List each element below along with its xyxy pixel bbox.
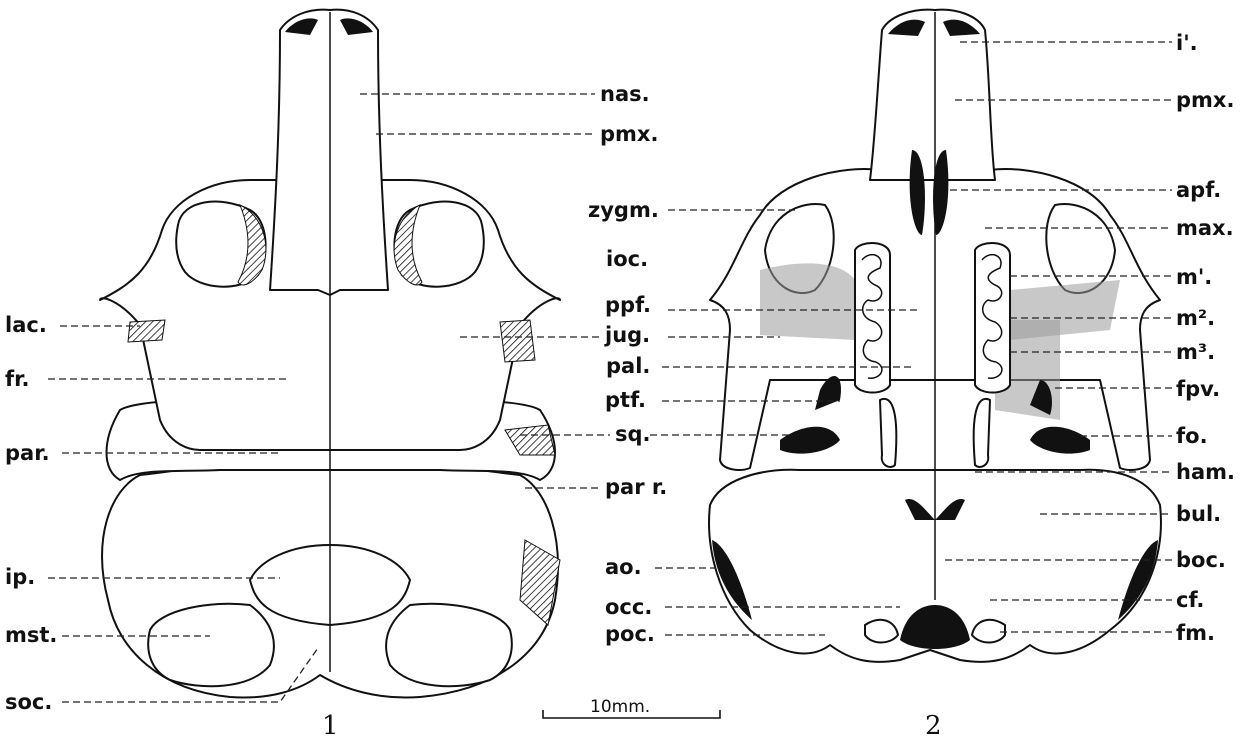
label-ham: ham.	[1176, 460, 1235, 484]
label-i1: i'.	[1176, 31, 1198, 55]
figure-number-1: 1	[322, 711, 339, 737]
label-m2: m².	[1176, 306, 1215, 330]
label-fr: fr.	[5, 367, 29, 391]
label-ao: ao.	[605, 555, 642, 579]
fo-left	[780, 427, 840, 454]
palatal-shading-left	[760, 263, 855, 340]
label-bul: bul.	[1176, 502, 1221, 526]
molar-row-right	[975, 243, 1010, 392]
lacrimal-right	[500, 320, 535, 362]
label-max: max.	[1176, 216, 1234, 240]
label-pmx-2: pmx.	[1176, 88, 1234, 112]
label-ip: ip.	[5, 565, 35, 589]
occipital-left	[148, 604, 274, 687]
label-cf: cf.	[1176, 588, 1204, 612]
fo-right	[1030, 427, 1090, 454]
label-sq: sq.	[615, 422, 651, 446]
label-par: par.	[5, 441, 50, 465]
label-fpv: fpv.	[1176, 377, 1220, 401]
label-pmx-1: pmx.	[600, 122, 658, 146]
label-occ: occ.	[605, 595, 652, 619]
label-ppf: ppf.	[605, 293, 651, 317]
label-boc: boc.	[1176, 548, 1226, 572]
label-lac: lac.	[5, 313, 47, 337]
occipital-right	[386, 604, 512, 687]
figure-number-2: 2	[925, 711, 942, 737]
label-poc: poc.	[605, 622, 655, 646]
fig1-right-labels: nas. pmx.	[360, 82, 658, 146]
skull-ventral-view	[709, 10, 1161, 662]
label-fm: fm.	[1176, 621, 1215, 645]
snout	[270, 10, 388, 295]
label-ptf: ptf.	[605, 388, 646, 412]
label-mst: mst.	[5, 623, 57, 647]
molar-row-left	[855, 243, 890, 392]
label-jug: jug.	[604, 323, 650, 347]
label-apf: apf.	[1176, 178, 1221, 202]
ptf-left	[815, 376, 841, 410]
label-parr: par r.	[605, 475, 667, 499]
label-soc: soc.	[5, 690, 52, 714]
ham-left	[880, 399, 896, 467]
label-nas: nas.	[600, 82, 650, 106]
label-ioc: ioc.	[606, 247, 648, 271]
lacrimal-left	[128, 320, 165, 342]
ham-right	[974, 399, 990, 467]
label-pal: pal.	[606, 354, 650, 378]
label-m1: m'.	[1176, 265, 1212, 289]
scale-bar-label: 10mm.	[590, 697, 650, 717]
skull-dorsal-view	[100, 10, 560, 698]
label-zygm: zygm.	[588, 198, 659, 222]
scale-bar: 10mm.	[543, 697, 720, 718]
label-fo: fo.	[1176, 424, 1208, 448]
ventral-snout	[870, 10, 995, 180]
label-m3: m³.	[1176, 340, 1215, 364]
